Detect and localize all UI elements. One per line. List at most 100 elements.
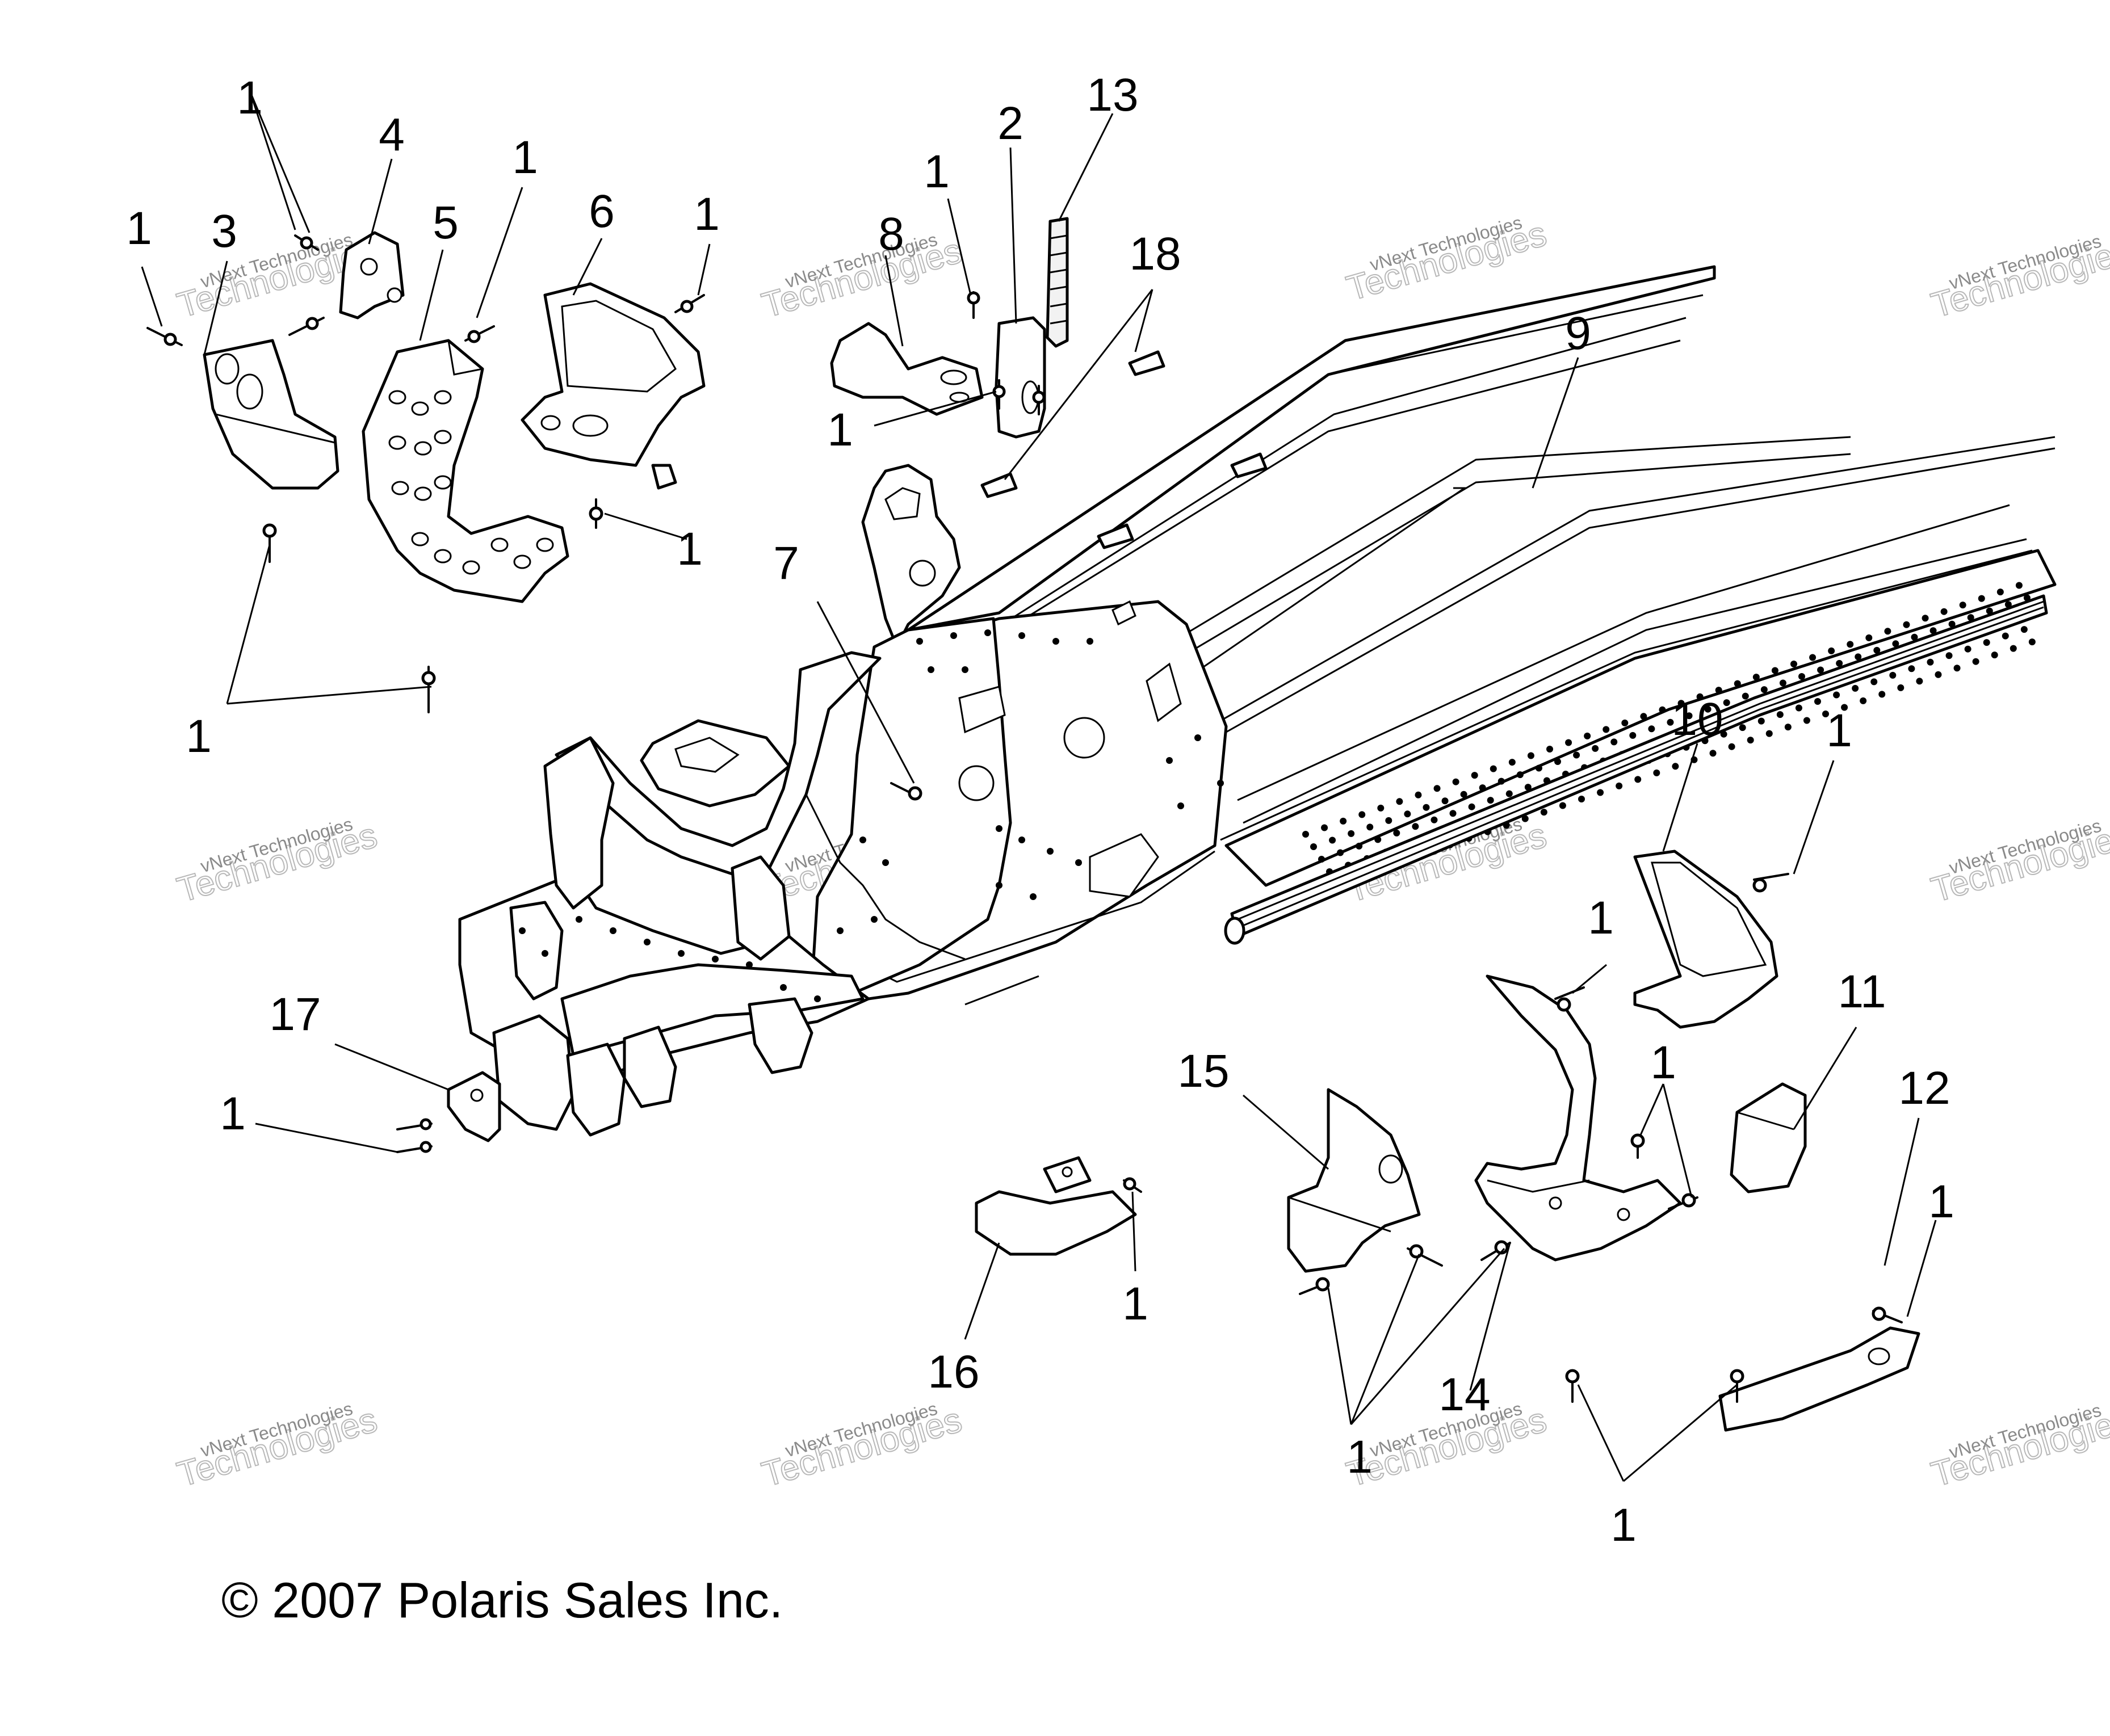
board-perforation: [1554, 758, 1561, 765]
board-perforation: [1892, 640, 1899, 648]
tunnel-guide: [980, 472, 1018, 498]
frame-rivet-hole: [542, 950, 548, 957]
board-perforation: [1776, 711, 1784, 718]
tunnel-rail-line: [1237, 504, 2010, 801]
rivet: [1554, 986, 1585, 1012]
board-perforation: [1490, 765, 1497, 772]
board-perforation: [1935, 671, 1942, 678]
plate-hole: [434, 390, 452, 405]
board-perforation: [1916, 678, 1923, 685]
callout-12: 12: [1898, 1062, 1950, 1114]
callout-1: 1: [1650, 1037, 1676, 1088]
board-perforation: [1945, 652, 1953, 659]
board-perforation: [1348, 830, 1355, 837]
board-perforation: [1798, 673, 1805, 680]
part-5-holes: [388, 390, 554, 575]
callout-8: 8: [878, 208, 904, 260]
board-perforation: [1672, 763, 1679, 770]
part-16-plate: [975, 1156, 1137, 1256]
callout-9: 9: [1565, 308, 1591, 359]
front-saddle-bracket: [555, 651, 882, 876]
bulkhead-slot: [958, 686, 1006, 734]
frame-rivet-hole: [1217, 780, 1224, 787]
rivet: [1480, 1240, 1511, 1261]
board-perforation: [1377, 804, 1385, 812]
board-perforation: [2004, 601, 2012, 608]
frame-rivet-hole: [950, 632, 957, 639]
frame-rivet-hole: [996, 882, 1002, 889]
frame-rivet-hole: [610, 927, 616, 934]
frame-rivet-hole: [1018, 632, 1025, 639]
board-perforation: [1356, 842, 1363, 850]
tower-hole: [909, 560, 936, 587]
frame-rivet-hole: [837, 927, 844, 934]
front-lower-block: [492, 1014, 575, 1131]
board-perforation: [1784, 724, 1792, 731]
board-perforation: [1310, 843, 1317, 850]
callout-16: 16: [928, 1346, 979, 1398]
part-5-plate: [362, 339, 569, 603]
board-perforation: [1771, 667, 1778, 674]
board-perforation: [1903, 621, 1910, 628]
callout-labels: 1 1 1 1 1 1 1 1 1 1 1 1 1 1 1 1 1 2 3 4 …: [126, 69, 1954, 1551]
front-lower-block: [566, 1043, 626, 1137]
tunnel-rail-line: [987, 339, 1681, 642]
frame-rivet-hole: [859, 837, 866, 843]
watermark: Technologies vNext Technologies: [1342, 212, 1551, 309]
rivet: [1752, 873, 1789, 893]
callout-1: 1: [512, 132, 538, 183]
board-perforation: [1765, 730, 1773, 737]
frame-rivet-hole: [712, 956, 719, 962]
board-perforation: [1441, 797, 1449, 805]
board-perforation: [1629, 732, 1637, 739]
board-perforation: [1634, 776, 1642, 783]
board-perforation: [1393, 829, 1400, 837]
callout-1: 1: [237, 72, 263, 124]
callout-10: 10: [1671, 693, 1723, 745]
rivet: [1730, 1369, 1744, 1403]
plate-hole: [434, 430, 452, 444]
board-perforation: [2010, 645, 2017, 652]
board-perforation: [1967, 614, 1974, 621]
frame-rivet-hole: [678, 950, 685, 957]
board-perforation: [1329, 837, 1336, 844]
part-8-bracket: [830, 322, 984, 416]
rivet: [464, 325, 495, 343]
rivet: [1123, 1177, 1142, 1193]
board-perforation: [1709, 750, 1717, 757]
board-perforation: [1757, 717, 1765, 725]
tunnel-rail-line: [1163, 436, 1851, 648]
board-perforation: [1321, 824, 1328, 831]
rivets: [146, 234, 1903, 1403]
board-perforation: [2028, 638, 2036, 646]
frame-rivet-hole: [1018, 837, 1025, 843]
part-13-strap: [1046, 217, 1069, 348]
front-lower-block: [623, 1025, 677, 1108]
board-perforation: [1908, 665, 1915, 672]
tunnel-rail-line: [1226, 447, 2056, 733]
frame-rivet-hole: [1166, 757, 1173, 764]
board-perforation: [1996, 589, 2004, 596]
plate-hole: [490, 537, 509, 552]
board-perforation: [2015, 582, 2023, 589]
board-perforation: [1779, 679, 1786, 687]
board-perforation: [1516, 771, 1524, 779]
callout-3: 3: [211, 205, 237, 257]
board-perforation: [1471, 772, 1478, 779]
board-perforation: [1927, 658, 1934, 666]
board-perforation: [1860, 697, 1867, 704]
frame-rivet-hole: [519, 927, 526, 934]
board-perforation: [1841, 704, 1848, 711]
board-perforation: [1540, 809, 1547, 816]
board-perforation: [1318, 856, 1325, 863]
board-perforation: [1404, 810, 1411, 818]
rivet: [589, 498, 603, 529]
board-perforation: [1836, 659, 1843, 667]
board-perforation: [1870, 678, 1878, 686]
board-perforation: [1366, 823, 1374, 831]
board-perforation: [1828, 647, 1835, 654]
frame-rivet-hole: [1047, 848, 1054, 855]
rivet: [1565, 1369, 1580, 1403]
tunnel-guide: [1128, 350, 1165, 376]
tunnel-fold-line: [964, 975, 1039, 1006]
